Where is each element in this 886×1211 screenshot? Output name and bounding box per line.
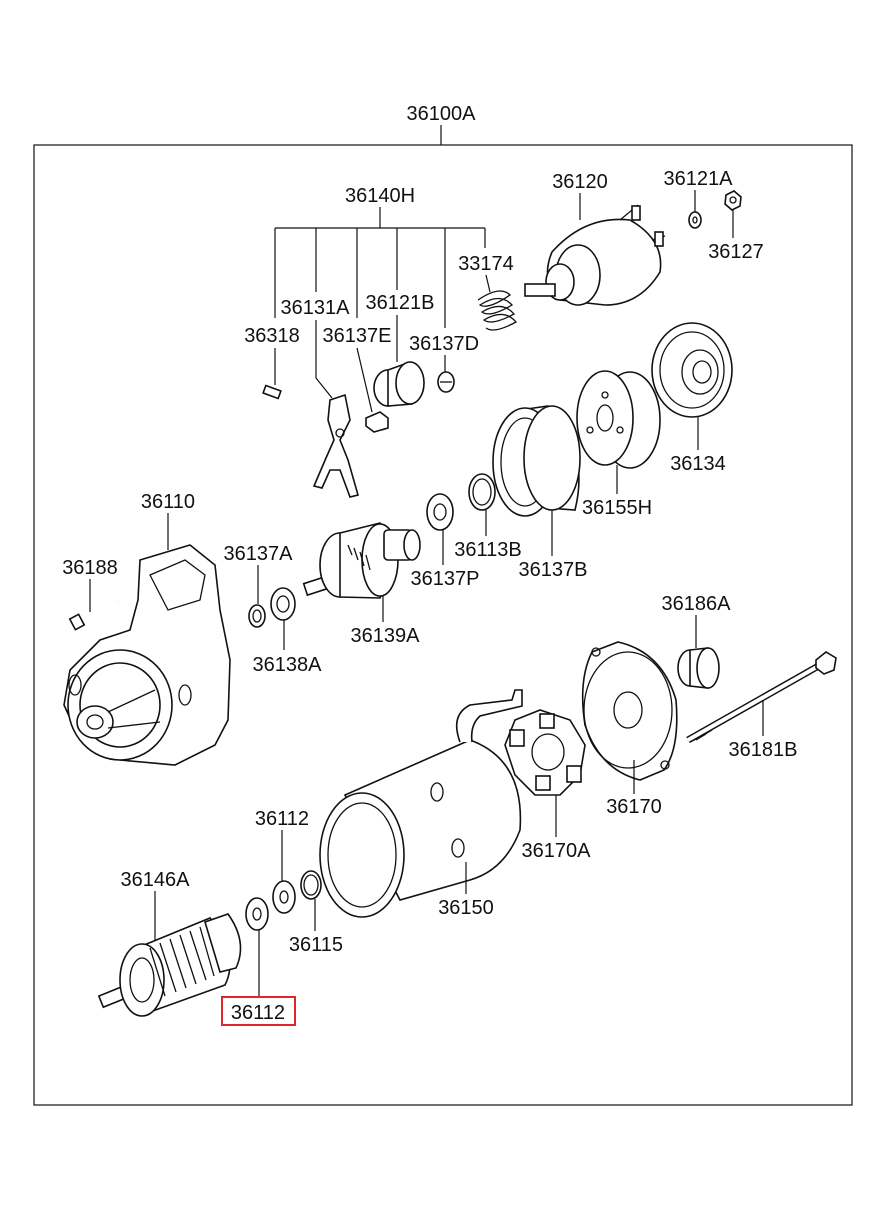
- callout-36112-upper[interactable]: 36112: [255, 808, 309, 830]
- part-36137B-internal-gear[interactable]: [492, 405, 581, 517]
- callout-36140H[interactable]: 36140H: [345, 185, 415, 207]
- callout-36100A[interactable]: 36100A: [407, 103, 477, 125]
- callout-36115[interactable]: 36115: [289, 934, 343, 956]
- callout-36155H[interactable]: 36155H: [582, 497, 652, 519]
- callout-36170[interactable]: 36170: [606, 796, 662, 818]
- part-36170A-brush-holder[interactable]: [504, 709, 586, 796]
- part-36134-cover[interactable]: [651, 322, 733, 418]
- part-36137E-block[interactable]: [365, 411, 389, 433]
- part-36121A-washer[interactable]: [688, 211, 702, 229]
- callout-36137D[interactable]: 36137D: [409, 333, 479, 355]
- callout-36127[interactable]: 36127: [708, 241, 764, 263]
- part-36113B-ring[interactable]: [468, 473, 496, 511]
- part-36150-yoke[interactable]: [319, 689, 523, 918]
- callout-36318[interactable]: 36318: [244, 325, 300, 347]
- callout-36138A[interactable]: 36138A: [253, 654, 323, 676]
- part-36181B-through-bolt[interactable]: [686, 651, 837, 744]
- part-36137A-ring[interactable]: [248, 604, 266, 628]
- part-36146A-armature[interactable]: [97, 913, 242, 1017]
- callout-36137E[interactable]: 36137E: [323, 325, 392, 347]
- callout-36186A[interactable]: 36186A: [662, 593, 732, 615]
- part-36139A-pinion-clutch[interactable]: [302, 522, 421, 599]
- part-36137P-washer[interactable]: [426, 493, 454, 531]
- assembly-frame: [33, 144, 853, 1106]
- part-36131A-lever[interactable]: [312, 393, 359, 498]
- part-36115-ring[interactable]: [300, 870, 322, 900]
- callout-33174[interactable]: 33174: [458, 253, 514, 275]
- part-36186A-bushing[interactable]: [677, 647, 720, 689]
- part-36138A-washer[interactable]: [270, 587, 296, 621]
- part-36112-washer-upper[interactable]: [272, 880, 296, 914]
- callout-36170A[interactable]: 36170A: [522, 840, 592, 862]
- callout-36146A[interactable]: 36146A: [121, 869, 191, 891]
- part-33174-spring[interactable]: [477, 290, 518, 331]
- part-36112-washer-lower[interactable]: [245, 897, 269, 931]
- callout-36121A[interactable]: 36121A: [664, 168, 734, 190]
- callout-36110[interactable]: 36110: [141, 491, 195, 513]
- callout-36137A[interactable]: 36137A: [224, 543, 294, 565]
- part-36127-nut[interactable]: [724, 190, 742, 211]
- callout-36181B[interactable]: 36181B: [729, 739, 798, 761]
- part-36137D-plug[interactable]: [437, 371, 455, 393]
- callout-36120[interactable]: 36120: [552, 171, 608, 193]
- part-36318-pin[interactable]: [262, 384, 282, 400]
- callout-36112-highlighted[interactable]: 36112: [231, 1002, 285, 1024]
- part-36120-solenoid[interactable]: [524, 204, 666, 306]
- part-36110-housing[interactable]: [63, 544, 231, 766]
- callout-36188[interactable]: 36188: [62, 557, 118, 579]
- part-36121B-bushing[interactable]: [373, 361, 425, 407]
- callout-36139A[interactable]: 36139A: [351, 625, 421, 647]
- part-36188-bolt[interactable]: [68, 600, 119, 631]
- callout-36137B[interactable]: 36137B: [519, 559, 588, 581]
- callout-36150[interactable]: 36150: [438, 897, 494, 919]
- part-36155H-planetary-carrier[interactable]: [576, 370, 661, 469]
- callout-36134[interactable]: 36134: [670, 453, 726, 475]
- highlight-box: [221, 996, 296, 1026]
- callout-36121B[interactable]: 36121B: [366, 292, 435, 314]
- callout-36131A[interactable]: 36131A: [281, 297, 351, 319]
- part-36170-end-frame[interactable]: [581, 641, 678, 781]
- callout-36113B[interactable]: 36113B: [454, 539, 521, 561]
- callout-36137P[interactable]: 36137P: [411, 568, 480, 590]
